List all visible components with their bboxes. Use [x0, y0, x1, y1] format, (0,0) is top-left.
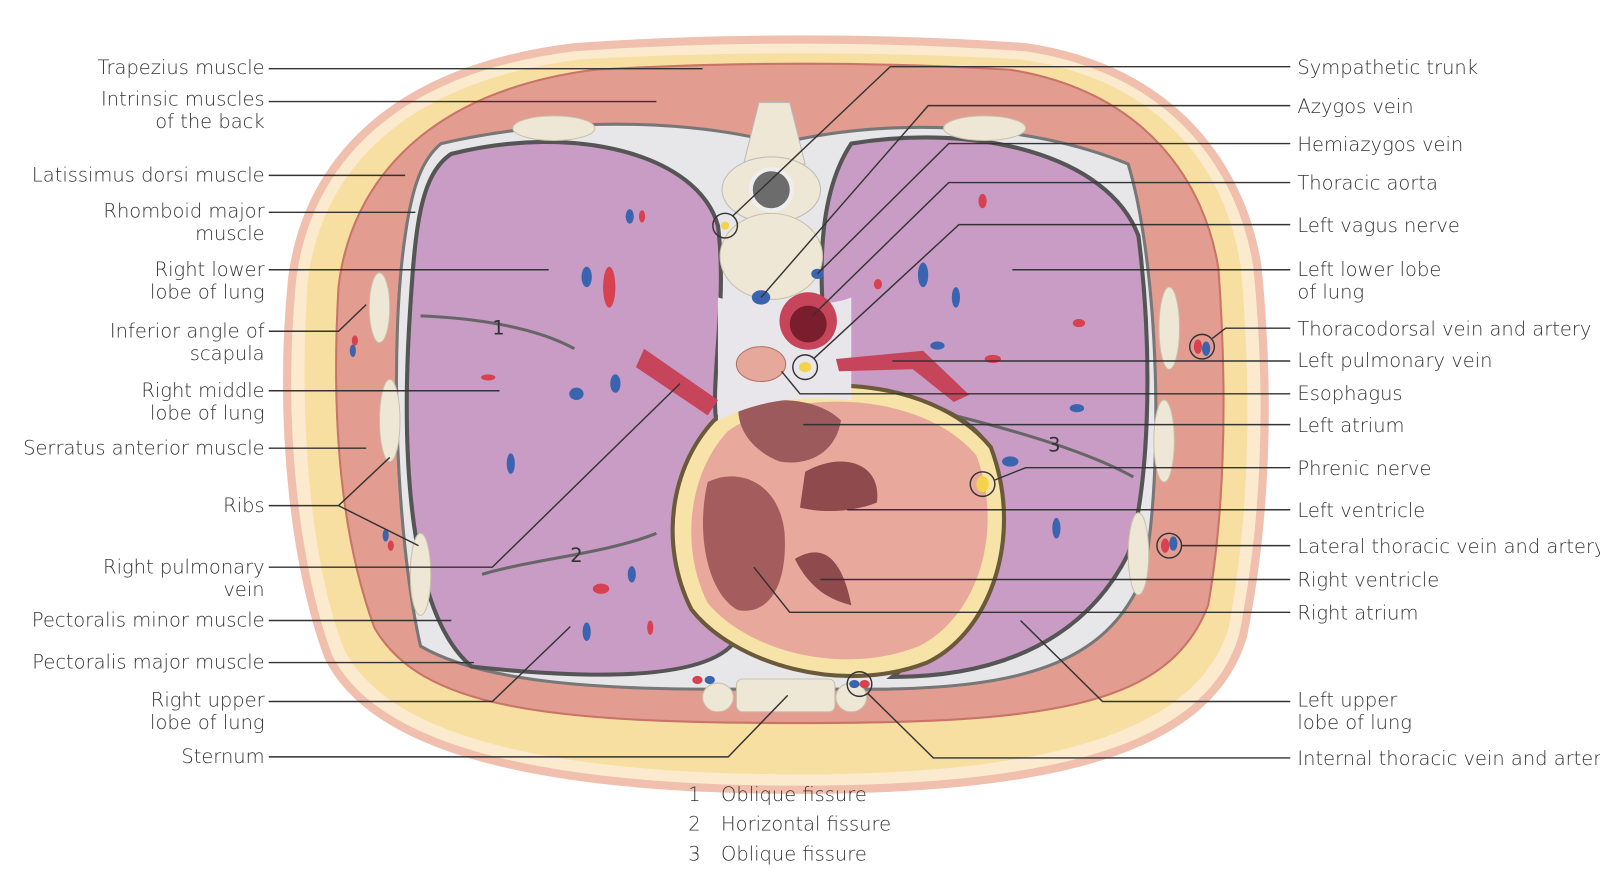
superficial-vessels	[349, 335, 1211, 689]
label-left-upper-lobe: Left upper	[1297, 689, 1397, 712]
right-pulmonary-vein-vessel	[635, 348, 718, 416]
legend-number-2: 2	[688, 813, 700, 836]
label-left-pulmonary-vein: Left pulmonary vein	[1297, 349, 1492, 372]
pulmonary-vessels	[481, 193, 1086, 642]
legend-number-1: 1	[688, 783, 700, 806]
label-sympathetic-trunk: Sympathetic trunk	[1297, 56, 1478, 79]
label-left-lower-lobe: Left lower lobe	[1297, 258, 1441, 281]
label-right-pulmonary-vein: Right pulmonary	[103, 555, 265, 578]
label-rhomboid-major: Rhomboid major	[103, 199, 264, 222]
right-leader-lines	[712, 65, 1291, 759]
label-right-lower-lobe-2: lobe of lung	[150, 280, 265, 303]
ribs	[368, 115, 1180, 713]
label-left-ventricle: Left ventricle	[1297, 499, 1425, 522]
label-azygos-vein: Azygos vein	[1297, 95, 1413, 118]
label-inferior-angle-scapula-2: scapula	[190, 342, 265, 365]
label-phrenic-nerve: Phrenic nerve	[1297, 457, 1431, 480]
aorta-lumen	[789, 305, 827, 343]
label-sternum: Sternum	[181, 745, 264, 768]
fissure-1-line	[420, 314, 576, 351]
label-intrinsic-muscles-2: of the back	[155, 110, 264, 133]
legend-text-2: Horizontal fissure	[721, 813, 891, 836]
label-lateral-thoracic-vessels: Lateral thoracic vein and artery	[1297, 535, 1600, 558]
vertebra-spinous-process	[742, 102, 806, 165]
label-hemiazygos-vein: Hemiazygos vein	[1297, 133, 1463, 156]
label-right-pulmonary-vein-2: vein	[223, 578, 264, 601]
label-thoracodorsal-vessels: Thoracodorsal vein and artery	[1297, 317, 1591, 340]
label-rhomboid-major-2: muscle	[195, 222, 265, 245]
label-pectoralis-major: Pectoralis major muscle	[32, 651, 264, 674]
label-serratus-anterior: Serratus anterior muscle	[23, 436, 265, 459]
label-right-atrium: Right atrium	[1297, 601, 1418, 624]
label-latissimus-dorsi: Latissimus dorsi muscle	[32, 164, 265, 187]
left-ventricle-chamber	[800, 461, 878, 512]
anatomy-illustration	[283, 35, 1269, 794]
esophagus-tube	[735, 346, 787, 383]
sympathetic-trunk-dot	[721, 221, 730, 230]
label-internal-thoracic-vessels: Internal thoracic vein and artery	[1297, 747, 1600, 770]
label-left-upper-lobe-2: lobe of lung	[1297, 711, 1412, 734]
label-inferior-angle-scapula: Inferior angle of	[110, 319, 265, 342]
legend-text-3: Oblique fissure	[721, 842, 867, 865]
legend-text-1: Oblique fissure	[721, 783, 867, 806]
label-left-vagus-nerve: Left vagus nerve	[1297, 214, 1459, 237]
label-right-upper-lobe: Right upper	[151, 689, 265, 712]
label-right-middle-lobe: Right middle	[141, 379, 264, 402]
vertebral-body	[719, 212, 824, 300]
left-labels: Trapezius muscle Intrinsic muscles of th…	[23, 56, 265, 768]
fissure-2-line	[481, 531, 657, 576]
label-left-atrium: Left atrium	[1297, 414, 1404, 437]
legend: 1 Oblique fissure 2 Horizontal fissure 3…	[688, 783, 891, 865]
label-esophagus: Esophagus	[1297, 382, 1402, 405]
label-left-lower-lobe-2: of lung	[1297, 280, 1364, 303]
label-right-middle-lobe-2: lobe of lung	[150, 401, 265, 424]
label-right-lower-lobe: Right lower	[155, 258, 265, 281]
fissure-marker-2: 2	[570, 544, 582, 567]
spinal-canal	[748, 167, 794, 213]
left-atrium-chamber	[738, 399, 842, 463]
sternum-bone	[735, 678, 836, 713]
label-trapezius-muscle: Trapezius muscle	[97, 56, 264, 79]
left-pulmonary-vein-vessel	[835, 350, 970, 403]
phrenic-nerve-dot	[976, 475, 989, 493]
fissure-marker-3: 3	[1048, 433, 1060, 456]
right-atrium-chamber	[702, 476, 785, 611]
legend-number-3: 3	[688, 842, 700, 865]
label-thoracic-aorta: Thoracic aorta	[1297, 172, 1438, 195]
right-labels: Sympathetic trunk Azygos vein Hemiazygos…	[1297, 56, 1600, 770]
label-right-ventricle: Right ventricle	[1297, 569, 1439, 592]
label-right-upper-lobe-2: lobe of lung	[150, 711, 265, 734]
label-ribs: Ribs	[223, 494, 264, 517]
fissure-marker-1: 1	[492, 316, 504, 339]
label-intrinsic-muscles: Intrinsic muscles	[101, 88, 265, 111]
azygos-vein-vessel	[751, 290, 771, 305]
label-pectoralis-minor: Pectoralis minor muscle	[32, 609, 265, 632]
vagus-nerve-dot	[798, 362, 812, 373]
left-leader-lines	[268, 67, 789, 758]
